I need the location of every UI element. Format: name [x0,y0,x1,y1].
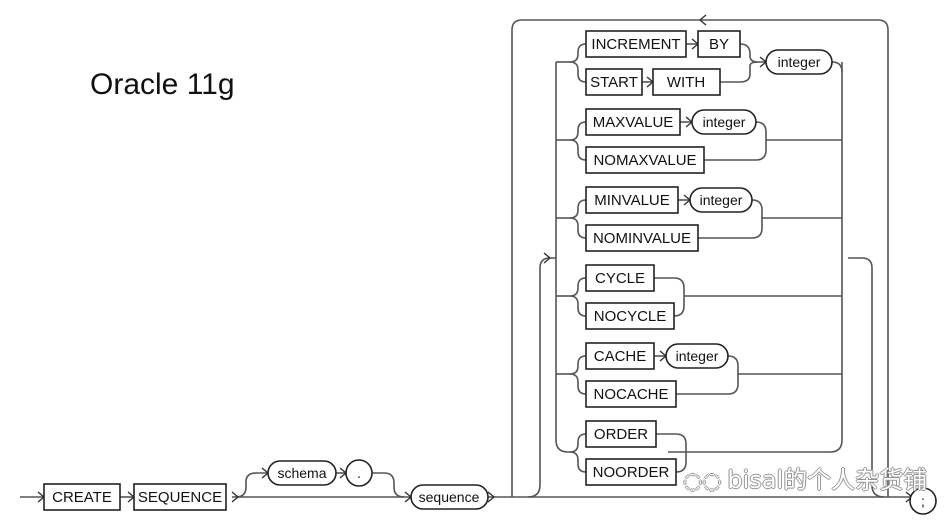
branch-line [569,451,587,473]
arrow-icon [698,14,707,26]
exit-line [848,257,885,498]
branch-line [654,277,685,317]
branch-line [739,43,759,63]
variable-label: sequence [419,489,480,505]
branch-line [569,295,587,317]
keyword-nominvalue: NOMINVALUE [585,224,699,252]
arrow-icon [231,491,240,503]
branch-line [569,355,587,375]
terminal-label: ; [921,493,925,509]
keyword-create: CREATE [43,483,121,511]
keyword-sequence: SEQUENCE [133,483,227,511]
branch-line [569,433,587,453]
variable-integer: integer [689,187,753,213]
variable-integer: integer [765,49,833,75]
branch-line [704,121,767,161]
options-spine [555,62,570,453]
branch-line [698,199,763,239]
keyword-label: SEQUENCE [138,489,222,506]
watermark-text: bisal的个人杂货铺 [727,466,928,494]
variable-label: integer [703,114,746,130]
terminal-semicolon: ; [909,487,937,515]
branch-line [569,121,587,141]
keyword-nomaxvalue: NOMAXVALUE [585,146,705,174]
branch-line [656,433,687,473]
connector-lines [20,19,912,498]
arrow-icon [487,491,496,503]
variable-integer: integer [691,109,757,135]
variable-label: integer [676,348,719,364]
wechat-icon: ◌◌ [683,469,722,494]
keyword-cycle: CYCLE [585,264,655,292]
arrow-icon [543,252,552,264]
arrows [37,14,914,503]
keyword-noorder: NOORDER [585,458,677,486]
entry-line [527,257,556,498]
keyword-with: WITH [652,68,721,96]
keyword-nocycle: NOCYCLE [585,302,675,330]
keyword-by: BY [697,30,741,58]
variable-label: schema [277,465,326,481]
keyword-label: NOCYCLE [594,308,667,325]
schema-branch-line [372,472,405,498]
keyword-label: CYCLE [595,270,645,287]
keyword-label: WITH [667,74,705,91]
keyword-increment: INCREMENT [585,30,687,58]
options-right-spine [668,62,843,453]
branch-line [569,373,587,395]
keyword-label: NOMINVALUE [593,230,691,247]
keyword-label: START [590,74,638,91]
keyword-label: MINVALUE [594,192,670,209]
keyword-label: CACHE [594,348,647,365]
branch-line [569,277,587,297]
diagram-title: Oracle 11g [90,68,235,101]
keyword-start: START [585,68,643,96]
keyword-label: NOORDER [593,464,670,481]
branch-line [569,217,587,239]
keyword-label: MAXVALUE [593,114,674,131]
branch-line [831,61,843,73]
keyword-minvalue: MINVALUE [585,186,679,214]
terminal-label: . [357,465,361,481]
keyword-label: INCREMENT [591,36,680,53]
schema-branch-line [235,472,268,498]
keyword-label: ORDER [594,426,648,443]
variable-label: integer [778,54,821,70]
terminal-dot: . [345,459,373,487]
branch-line [569,199,587,219]
branch-line [569,139,587,161]
variable-sequence: sequence [410,484,489,510]
branch-line [720,61,766,83]
variable-integer: integer [665,343,729,369]
watermark: ◌◌bisal的个人杂货铺 [683,460,927,495]
keyword-maxvalue: MAXVALUE [585,108,681,136]
branch-line [569,43,587,63]
variable-label: integer [700,192,743,208]
keyword-label: NOCACHE [593,386,668,403]
keyword-label: BY [709,36,729,53]
variable-schema: schema [267,460,337,486]
keyword-nocache: NOCACHE [585,380,677,408]
keyword-order: ORDER [585,420,657,448]
branch-line [676,355,739,395]
keyword-label: NOMAXVALUE [593,152,696,169]
keyword-label: CREATE [52,489,112,506]
branch-line [569,61,587,83]
keyword-cache: CACHE [585,342,655,370]
